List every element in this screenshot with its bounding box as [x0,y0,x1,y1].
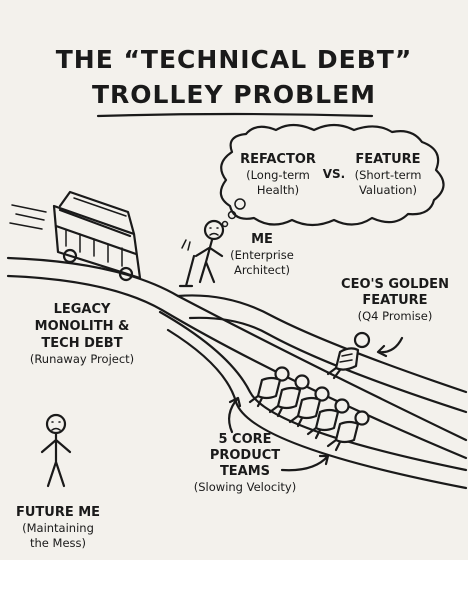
ceo-label-2: FEATURE [362,293,427,308]
option-feature-sub1: (Short-term [355,168,422,182]
option-feature-title: FEATURE [355,152,420,167]
team-figure-1 [248,366,290,408]
title-underline [96,112,374,118]
team-figure-4 [306,398,350,440]
teams-label-3: TEAMS [220,464,270,479]
future-me-label-1: FUTURE ME [16,505,100,520]
future-me-figure [40,413,72,488]
option-refactor-title: REFACTOR [240,152,316,167]
me-figure [178,219,225,288]
future-me-label-3: the Mess) [30,536,86,550]
thought-dot-small [221,220,229,228]
teams-label-4: (Slowing Velocity) [194,480,296,494]
main-track [6,256,468,460]
thought-cloud [219,123,445,227]
ceo-label-1: CEO'S GOLDEN [341,277,449,292]
me-label-title: ME [251,232,273,247]
title-line-2: TROLLEY PROBLEM [92,80,376,109]
team-figure-5 [326,410,370,452]
me-label-sub2: Architect) [234,263,290,277]
option-feature-sub2: Valuation) [359,183,417,197]
ceo-arrow [376,336,404,358]
title-line-1: THE “TECHNICAL DEBT” [56,45,413,74]
option-refactor-sub2: Health) [257,183,299,197]
versus-label: VS. [323,167,346,181]
teams-label-2: PRODUCT [210,448,280,463]
diverging-track [176,294,468,414]
lower-track-branch [158,310,468,490]
option-refactor-sub1: (Long-term [246,168,310,182]
trolley-label-4: (Runaway Project) [30,352,134,366]
cartoon-sheet [0,0,468,560]
ceo-label-3: (Q4 Promise) [358,309,433,323]
ceo-figure [326,331,371,380]
future-me-label-2: (Maintaining [22,521,94,535]
teams-arrow-up [227,396,242,434]
me-label-sub1: (Enterprise [230,248,294,262]
trolley-label-1: LEGACY [54,302,111,317]
trolley-label-3: TECH DEBT [41,336,122,351]
team-figure-3 [288,386,330,428]
teams-label-1: 5 CORE [218,432,271,447]
trolley-label-2: MONOLITH & [35,319,130,334]
teams-arrow-right [280,454,330,472]
team-figure-2 [268,374,310,418]
speed-lines [9,204,47,230]
thought-dot-medium [227,210,237,220]
trolley-car [52,190,142,282]
thought-dot-large [234,198,246,210]
